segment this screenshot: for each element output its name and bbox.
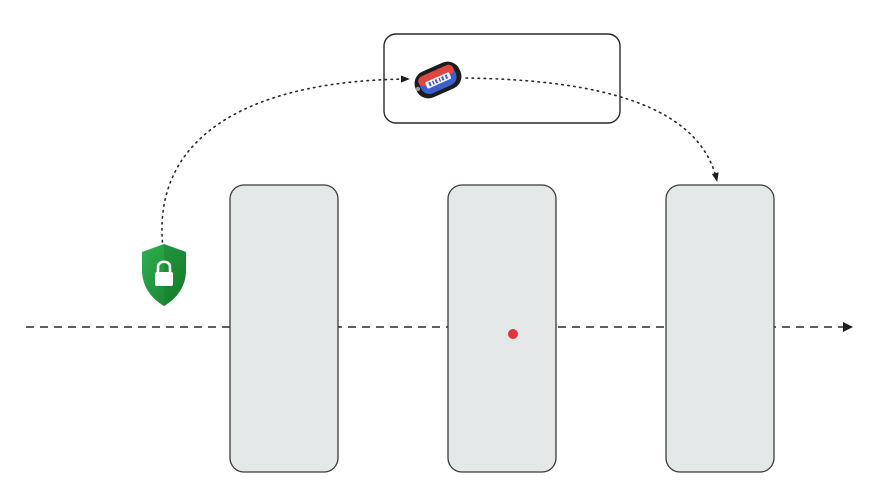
path-shield-to-token: [161, 75, 410, 249]
usb-token-icon: [414, 61, 462, 99]
block-2: [447, 184, 557, 473]
marker-dot: [508, 329, 518, 339]
shield-lock-icon: [142, 244, 186, 306]
block-1: [229, 184, 339, 473]
block-3: [665, 184, 775, 473]
path-token-to-block-3: [465, 77, 719, 182]
